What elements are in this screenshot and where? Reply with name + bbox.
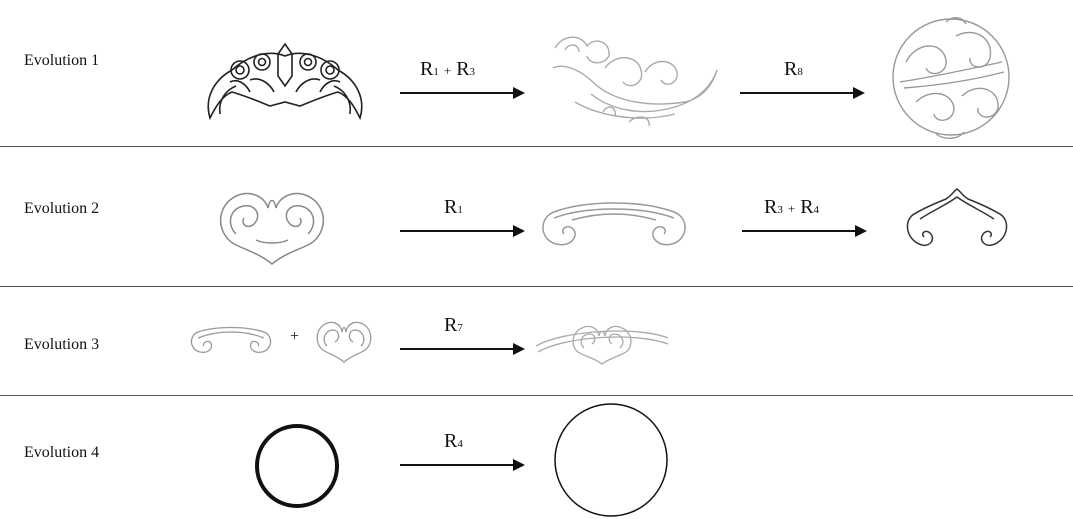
row-divider xyxy=(0,146,1073,147)
transformation-arrow: R8 xyxy=(740,70,865,100)
row-label-evolution-2: Evolution 2 xyxy=(24,200,99,218)
arrow-shaft xyxy=(400,348,514,350)
arched-cloud-frame xyxy=(900,185,1014,249)
rule-letter: R xyxy=(456,58,469,80)
arrow-shaft xyxy=(400,464,514,466)
round-cloud-medallion xyxy=(886,12,1016,142)
transformation-arrow: R7 xyxy=(400,326,525,356)
plus-operator: + xyxy=(788,201,795,216)
rule-subscript: 4 xyxy=(814,204,820,216)
arrow-shaft xyxy=(400,230,514,232)
transformation-arrow: R1+R3 xyxy=(400,70,525,100)
arrow-head xyxy=(513,343,525,355)
rule-subscript: 3 xyxy=(470,66,476,78)
rule-label: R4 xyxy=(444,430,463,453)
row-label-evolution-4: Evolution 4 xyxy=(24,444,99,462)
row-label-evolution-3: Evolution 3 xyxy=(24,336,99,354)
cloud-wing-ornament xyxy=(545,28,720,128)
plus-operator: + xyxy=(444,63,451,78)
rule-subscript: 8 xyxy=(797,66,803,78)
plus-operator: + xyxy=(290,328,299,346)
transformation-arrow: R3+R4 xyxy=(742,208,867,238)
ruyi-bat-ornament xyxy=(200,36,370,126)
small-scroll-band xyxy=(188,322,274,356)
rule-subscript: 7 xyxy=(457,322,463,334)
row-label-evolution-1: Evolution 1 xyxy=(24,52,99,70)
arrow-head xyxy=(855,225,867,237)
thick-circle xyxy=(254,423,340,509)
row-divider xyxy=(0,395,1073,396)
small-ruyi-cloud xyxy=(315,318,373,364)
rule-letter: R xyxy=(800,196,813,218)
rule-letter: R xyxy=(444,314,457,336)
rule-subscript: 1 xyxy=(433,66,439,78)
rule-label: R3+R4 xyxy=(764,196,819,219)
ruyi-cloud-head xyxy=(212,178,332,268)
thin-circle xyxy=(552,402,670,518)
rule-letter: R xyxy=(764,196,777,218)
transformation-arrow: R1 xyxy=(400,208,525,238)
rule-label: R8 xyxy=(784,58,803,81)
row-divider xyxy=(0,286,1073,287)
arrow-shaft xyxy=(742,230,856,232)
rule-label: R7 xyxy=(444,314,463,337)
arrow-shaft xyxy=(740,92,854,94)
rule-label: R1+R3 xyxy=(420,58,475,81)
transformation-arrow: R4 xyxy=(400,442,525,472)
rule-subscript: 1 xyxy=(457,204,463,216)
combined-cloud-band xyxy=(534,316,670,366)
rule-letter: R xyxy=(444,196,457,218)
rule-subscript: 3 xyxy=(777,204,783,216)
rule-letter: R xyxy=(444,430,457,452)
arrow-head xyxy=(513,87,525,99)
arrow-head xyxy=(513,459,525,471)
rule-subscript: 4 xyxy=(457,438,463,450)
rule-letter: R xyxy=(420,58,433,80)
rule-label: R1 xyxy=(444,196,463,219)
arrow-head xyxy=(513,225,525,237)
rule-letter: R xyxy=(784,58,797,80)
arrow-shaft xyxy=(400,92,514,94)
arrow-head xyxy=(853,87,865,99)
scroll-cloud-band xyxy=(536,190,692,250)
